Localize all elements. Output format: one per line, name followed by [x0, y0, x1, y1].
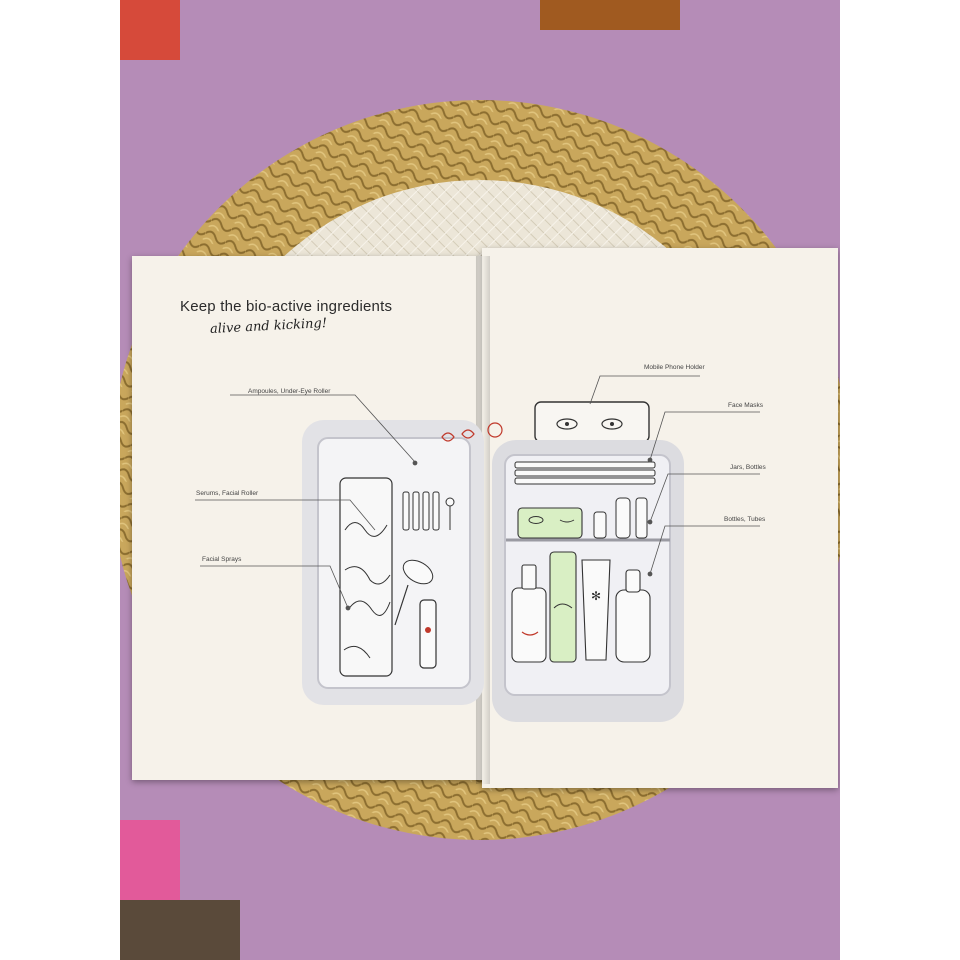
brochure-headline: Keep the bio-active ingredients — [180, 298, 392, 315]
callout-facial-sprays: Facial Sprays — [202, 556, 241, 563]
callout-serums: Serums, Facial Roller — [196, 490, 258, 497]
right-fridge-illustration: ✻ — [120, 0, 840, 960]
callout-bottles-tubes: Bottles, Tubes — [724, 516, 765, 523]
photo-scene: ✻ Keep the bio-active ingredients alive … — [120, 0, 840, 960]
callout-ampoules: Ampoules, Under-Eye Roller — [248, 388, 330, 395]
svg-text:✻: ✻ — [591, 589, 601, 603]
callout-phone-holder: Mobile Phone Holder — [644, 364, 705, 371]
callout-jars-bottles: Jars, Bottles — [730, 464, 766, 471]
callout-face-masks: Face Masks — [728, 402, 763, 409]
